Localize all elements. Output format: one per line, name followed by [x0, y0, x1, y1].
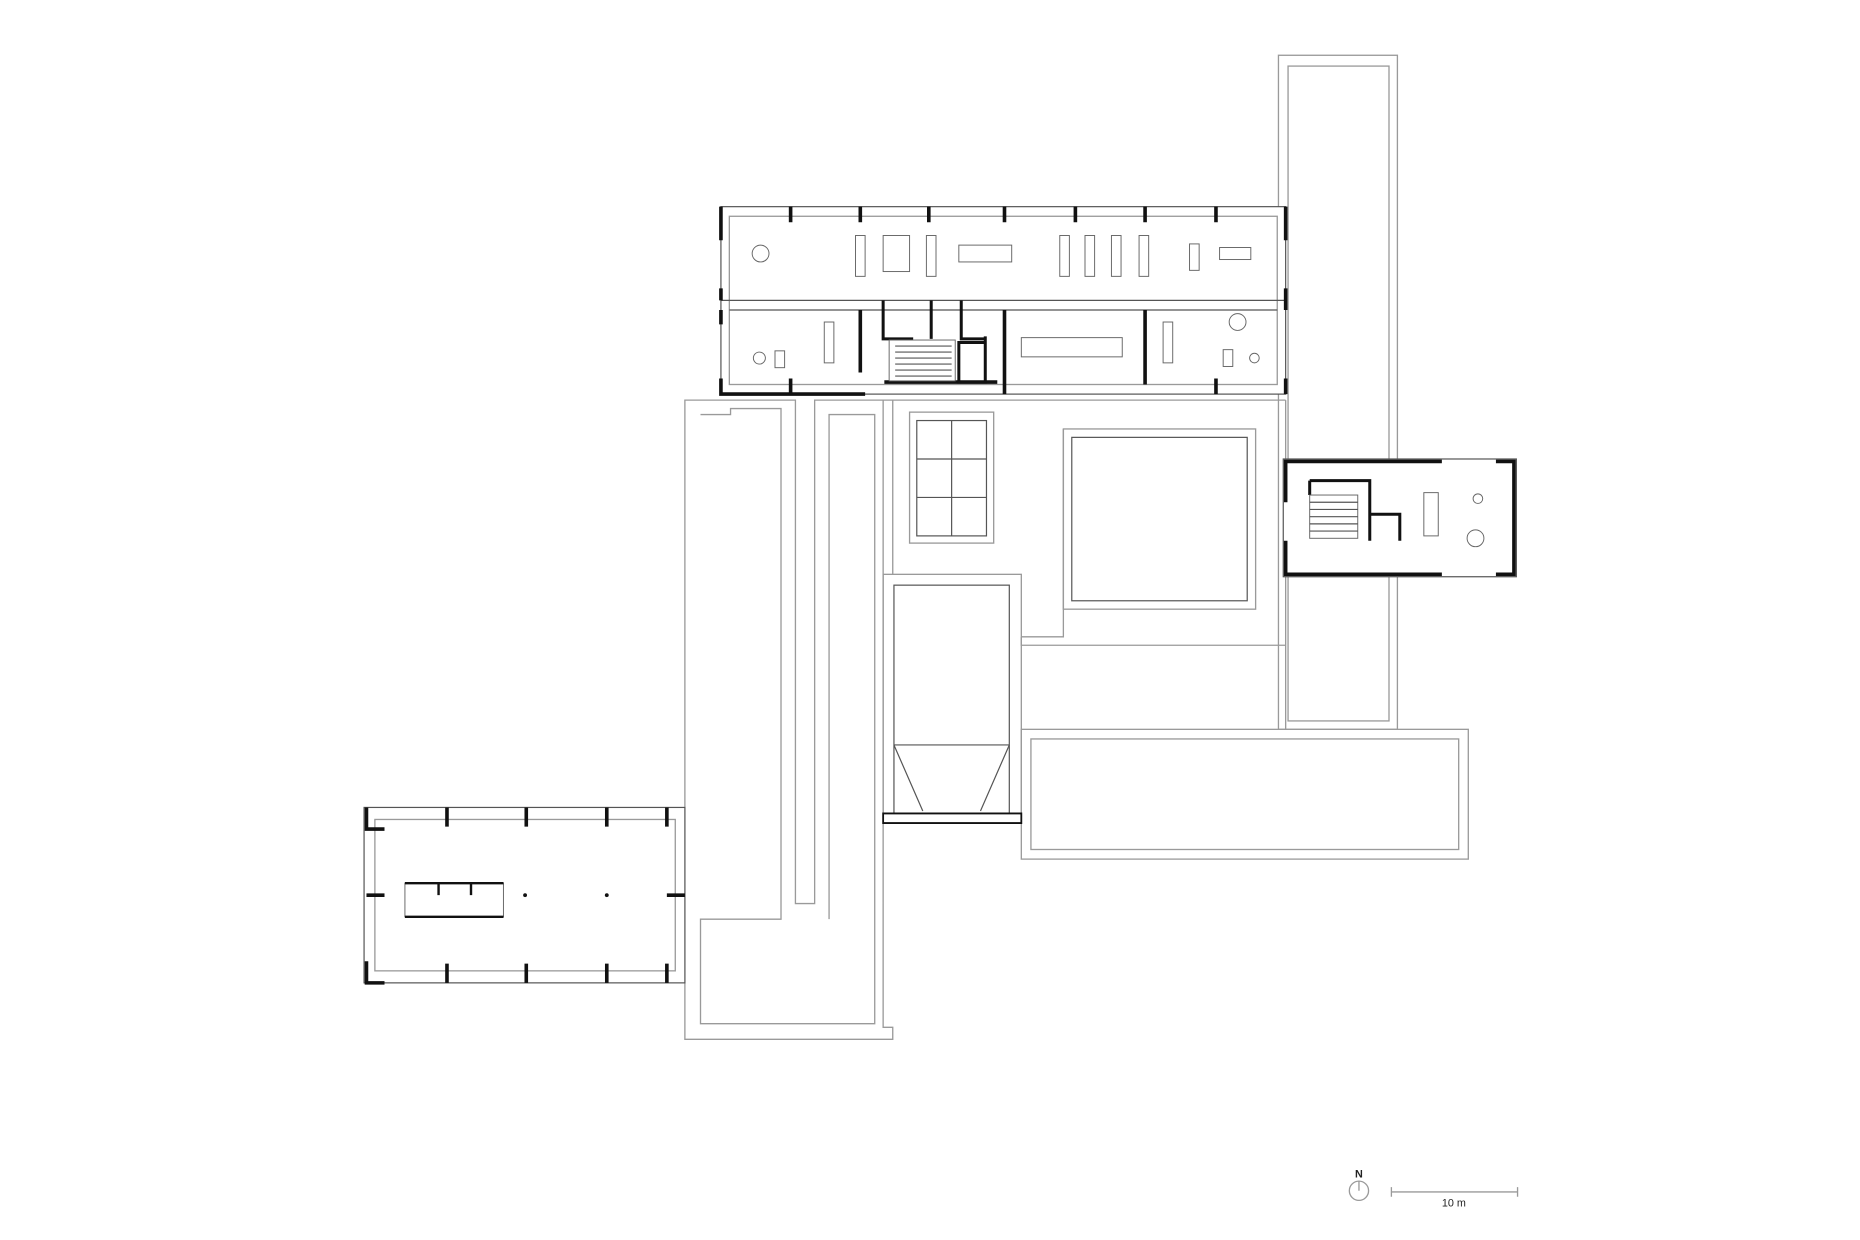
west-pavilion	[363, 806, 686, 985]
central-roof-area	[882, 399, 1469, 860]
north-label: N	[1355, 1169, 1363, 1181]
north-arrow: N	[1348, 1169, 1370, 1202]
north-office-wing	[719, 206, 1288, 396]
east-pavilion	[1282, 458, 1517, 578]
furniture	[751, 235, 1260, 369]
scale-bar: 10 m	[1390, 1187, 1519, 1209]
west-courtyard-outline	[684, 399, 894, 1041]
tall-roof-rectangle	[1277, 54, 1399, 731]
stair	[888, 339, 956, 382]
scale-label: 10 m	[1442, 1197, 1466, 1209]
